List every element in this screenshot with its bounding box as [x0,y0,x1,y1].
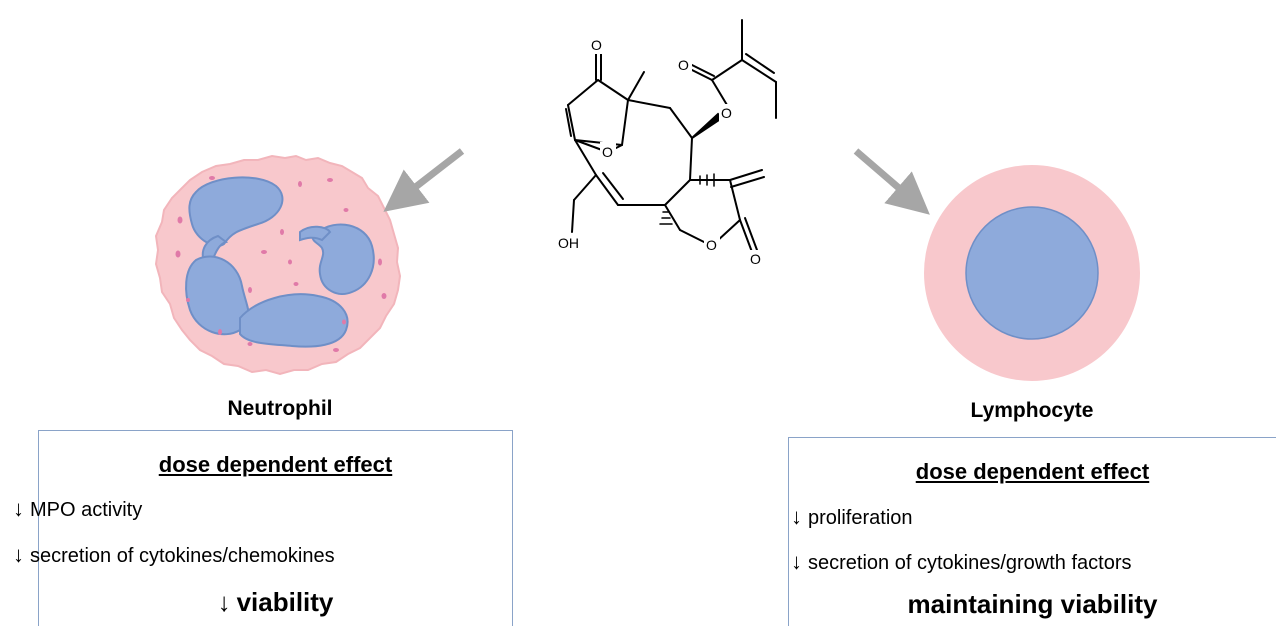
neutrophil-cell [154,154,402,376]
effect-text: proliferation [808,507,913,529]
down-arrow-icon: ↓ [13,542,24,567]
neutrophil-effects-panel: dose dependent effect ↓ MPO activity ↓ sec… [13,430,513,626]
lymphocyte-panel-heading: dose dependent effect [915,459,1150,484]
lymphocyte-effect-proliferation: ↓ proliferation [791,504,913,530]
atom-label: O [591,37,602,53]
down-arrow-icon: ↓ [217,587,231,617]
lymphocyte-viability: maintaining viability [907,589,1158,619]
arrow-to-neutrophil [383,148,465,212]
neutrophil-viability: ↓viability [39,587,512,618]
effect-text: secretion of cytokines/growth factors [808,552,1132,574]
neutrophil-title: Neutrophil [227,397,333,420]
neutrophil-panel-heading: dose dependent effect [158,452,393,477]
atom-label: O [721,105,732,121]
lymphocyte-cell [924,165,1140,381]
down-arrow-icon: ↓ [13,496,24,521]
lymphocyte-effect-secretion: ↓ secretion of cytokines/growth factors [791,549,1131,575]
effect-text: MPO activity [30,499,143,521]
arrow-to-lymphocyte [853,148,930,215]
neutrophil-effect-mpo: ↓ MPO activity [13,496,142,522]
chemical-structure [565,19,777,253]
atom-label: OH [558,235,579,251]
down-arrow-icon: ↓ [791,549,802,574]
atom-label: O [750,251,761,267]
lymphocyte-nucleus [965,206,1099,340]
lymphocyte-effects-panel: dose dependent effect ↓ proliferation ↓ se… [788,437,1276,626]
atom-label: O [706,237,717,253]
atom-label: O [602,144,613,160]
neutrophil-effect-secretion: ↓ secretion of cytokines/chemokines [13,542,335,568]
viability-text: viability [236,587,334,617]
atom-labels: O O O O O O OH [558,36,764,268]
neutrophil-granules [175,176,387,352]
effect-text: secretion of cytokines/chemokines [30,545,335,567]
neutrophil-nucleus [185,176,375,348]
down-arrow-icon: ↓ [791,504,802,529]
atom-label: O [678,57,689,73]
lymphocyte-title: Lymphocyte [970,399,1094,422]
